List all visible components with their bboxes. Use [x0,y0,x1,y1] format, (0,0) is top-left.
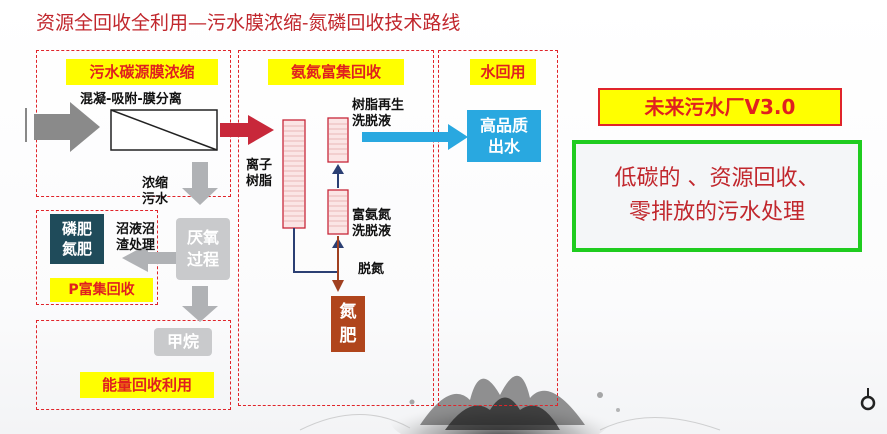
phosphorus-line-2: 氮肥 [50,239,104,259]
ion-resin-line-2: 树脂 [246,174,272,190]
anaerobic-line-1: 厌氧 [176,227,230,249]
resin-regen-line-1: 树脂再生 [352,98,404,114]
phosphorus-product-block: 磷肥 氮肥 [50,214,104,264]
anaerobic-line-2: 过程 [176,249,230,271]
down-concentrate-arrow [182,162,218,205]
anaerobic-block: 厌氧 过程 [176,218,230,280]
digestate-line-2: 渣处理 [116,238,155,254]
digestate-label: 沼液沼 渣处理 [116,222,155,254]
slogan-box: 低碳的 、资源回收、 零排放的污水处理 [572,140,862,252]
rich-ammonia-line-2: 洗脱液 [352,224,391,240]
phosphorus-line-1: 磷肥 [50,219,104,239]
up-arrowhead [332,164,344,174]
future-plant-badge: 未来污水厂V3.0 [598,88,842,126]
inlet-arrow [34,102,100,152]
methane-block: 甲烷 [154,328,212,356]
water-product-block: 高品质 出水 [467,110,541,162]
slogan-line-2: 零排放的污水处理 [576,196,858,230]
ion-resin-line-1: 离子 [246,158,272,174]
membrane-label: 混凝-吸附-膜分离 [80,92,182,108]
rich-ammonia-column [328,190,348,234]
denitrify-label: 脱氮 [358,262,384,278]
water-product-line-1: 高品质 [467,115,541,136]
water-product-line-2: 出水 [467,136,541,157]
concentrate-line-2: 污水 [142,192,168,208]
to-resin-arrow [220,115,274,145]
rich-ammonia-line-1: 富氨氮 [352,208,391,224]
n-fertilizer-line-2: 肥 [331,324,365,348]
resin-regen-label: 树脂再生 洗脱液 [352,98,404,130]
slogan-line-1: 低碳的 、资源回收、 [576,162,858,196]
denitrify-arrowhead [332,280,344,292]
regen-column [328,118,348,162]
rich-ammonia-label: 富氨氮 洗脱液 [352,208,391,240]
digestate-line-1: 沼液沼 [116,222,155,238]
ion-resin-label: 离子 树脂 [246,158,272,190]
concentrate-line-1: 浓缩 [142,176,168,192]
nitrogen-fertilizer-block: 氮 肥 [331,296,365,352]
down-methane-arrow [182,286,218,322]
concentrate-label: 浓缩 污水 [142,176,168,208]
n-fertilizer-line-1: 氮 [331,300,365,324]
resin-regen-line-2: 洗脱液 [352,114,404,130]
